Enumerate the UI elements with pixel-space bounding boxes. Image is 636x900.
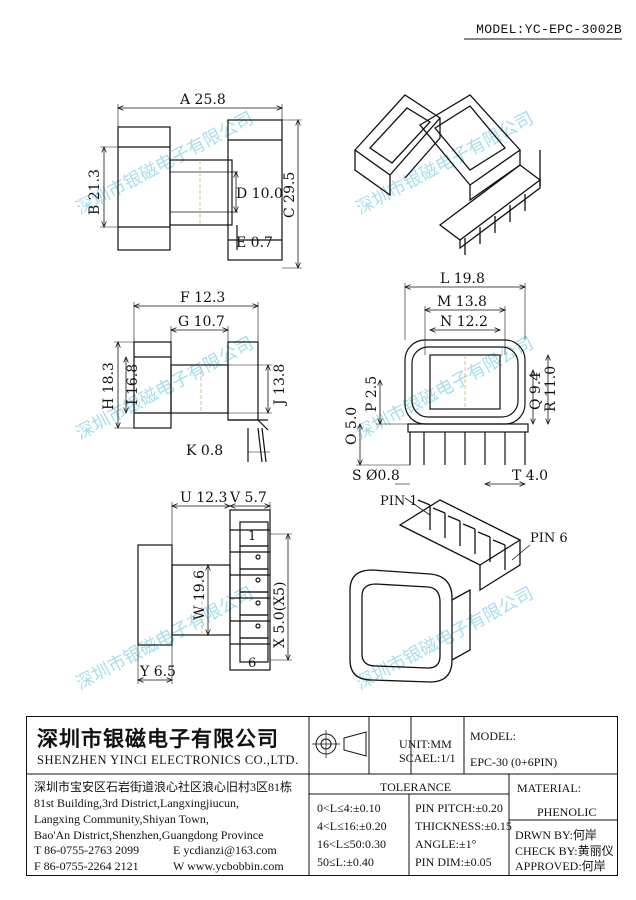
dim-l: L 19.8 (440, 271, 485, 287)
dim-d: D 10.0 (236, 186, 283, 202)
dim-q: Q 9.4 (528, 372, 544, 410)
website: W www.ycbobbin.com (173, 859, 284, 873)
title-block: 深圳市银磁电子有限公司 SHENZHEN YINCI ELECTRONICS C… (25, 715, 618, 876)
approved-by: APPROVED:何岸 (515, 859, 606, 873)
unit-label: UNIT:MM (399, 737, 452, 751)
dim-k: K 0.8 (186, 443, 223, 459)
dim-g: G 10.7 (178, 314, 225, 330)
address-line-3: Langxing Community,Shiyan Town, (34, 812, 209, 826)
dim-e: E 0.7 (236, 235, 273, 251)
tolerance-left-1: 0<L≤4:±0.10 (317, 801, 381, 815)
dim-o: O 5.0 (344, 407, 360, 445)
material-label: MATERIAL: (517, 781, 581, 795)
dim-c: C 29.5 (282, 172, 298, 218)
material-value: PHENOLIC (537, 805, 597, 819)
dim-m: M 13.8 (437, 294, 487, 310)
model-label: MODEL: (470, 729, 516, 743)
pin-number-1: 1 (248, 529, 256, 544)
dim-i: I 16.8 (125, 364, 141, 405)
dim-w: W 19.6 (192, 570, 208, 620)
address-line-4: Bao'An District,Shenzhen,Guangdong Provi… (34, 828, 264, 842)
company-name-cn: 深圳市银磁电子有限公司 (37, 727, 279, 751)
phone: T 86-0755-2763 2099 (34, 843, 140, 857)
header-underline (464, 38, 622, 40)
model-header: MODEL:YC-EPC-3002B (476, 22, 622, 37)
watermarks: 深圳市银磁电子有限公司 深圳市银磁电子有限公司 深圳市银磁电子有限公司 深圳市银… (72, 108, 537, 694)
address-line-1: 深圳市宝安区石岩街道浪心社区浪心旧村3区81栋 (34, 780, 293, 794)
tolerance-right-1: PIN PITCH:±0.20 (415, 801, 503, 815)
tolerance-title: TOLERANCE (380, 780, 452, 794)
tolerance-right-4: PIN DIM:±0.05 (415, 855, 492, 869)
pin-1-label: PIN 1 (380, 494, 418, 509)
drawn-by: DRWN BY:何岸 (515, 828, 597, 842)
pin-number-6: 6 (248, 656, 256, 671)
tolerance-left-3: 16<L≤50:0.30 (317, 837, 387, 851)
company-name-en: SHENZHEN YINCI ELECTRONICS CO.,LTD. (37, 753, 299, 767)
tolerance-right-3: ANGLE:±1° (415, 837, 477, 851)
technical-drawing: 深圳市银磁电子有限公司 深圳市银磁电子有限公司 深圳市银磁电子有限公司 深圳市银… (72, 92, 568, 694)
pin-6-label: PIN 6 (530, 531, 568, 546)
iso-view-bottom (349, 497, 531, 683)
address-line-2: 81st Building,3rd District,Langxingjiucu… (34, 796, 239, 810)
dim-y: Y 6.5 (139, 664, 176, 680)
title-block-grid (25, 715, 618, 876)
dim-a: A 25.8 (179, 92, 226, 108)
dim-h: H 18.3 (101, 362, 117, 410)
dim-n: N 12.2 (440, 314, 488, 330)
front-view-right (356, 283, 548, 484)
check-by: CHECK BY:黄丽仪 (515, 844, 614, 858)
dim-s: S Ø0.8 (352, 468, 400, 484)
dim-r: R 11.0 (543, 366, 559, 412)
dim-x: X 5.0(X5) (272, 582, 288, 648)
tolerance-right-2: THICKNESS:±0.15 (415, 819, 512, 833)
dim-v: V 5.7 (229, 490, 267, 506)
email: E ycdianzi@163.com (173, 843, 277, 857)
dim-t: T 4.0 (512, 468, 548, 484)
dim-p: P 2.5 (364, 376, 380, 412)
tolerance-left-2: 4<L≤16:±0.20 (317, 819, 387, 833)
dim-j: J 13.8 (272, 364, 288, 407)
model-value: EPC-30 (0+6PIN) (470, 755, 558, 769)
bottom-view (138, 502, 292, 684)
fax: F 86-0755-2264 2121 (34, 859, 139, 873)
tolerance-left-4: 50≤L:±0.40 (317, 855, 374, 869)
dim-u: U 12.3 (180, 490, 227, 506)
front-view-mid (114, 302, 272, 463)
side-view-top (100, 104, 302, 268)
scale-label: SCAEL:1/1 (399, 751, 456, 765)
iso-view-top (354, 94, 542, 255)
dim-f: F 12.3 (180, 290, 225, 306)
dim-b: B 21.3 (87, 169, 103, 215)
